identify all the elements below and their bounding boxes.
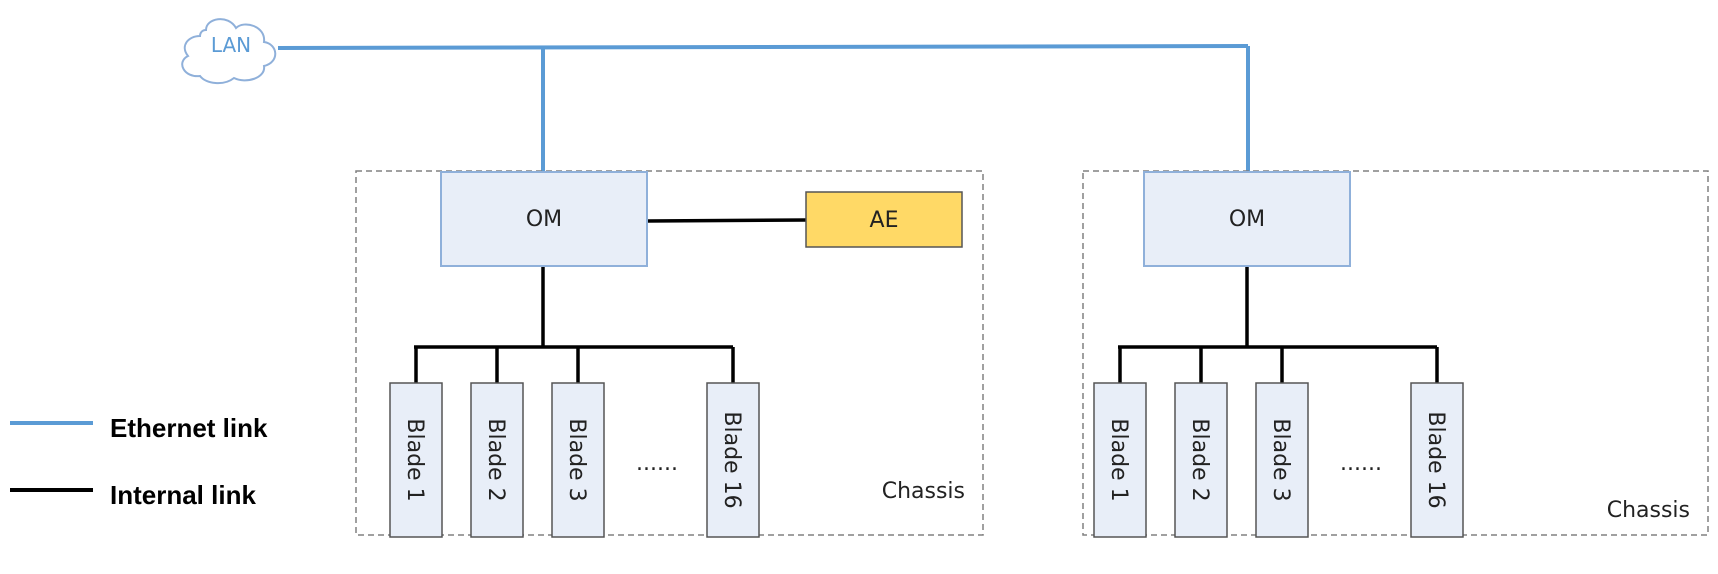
blade-label: Blade 1 [402,418,427,501]
blade: Blade 1 [1093,382,1147,538]
blade: Blade 16 [706,382,760,538]
blade: Blade 16 [1410,382,1464,538]
blade-label: Blade 1 [1106,418,1131,501]
blade-ellipsis: ...... [1340,451,1382,476]
ethernet-links [277,44,1250,172]
lan-cloud: LAN [181,18,277,84]
legend: Ethernet link Internal link [10,413,268,510]
ae-label: AE [870,208,899,233]
chassis-label: Chassis [1607,498,1690,523]
legend-internal-label: Internal link [110,480,256,510]
ae-box: AE [805,191,963,248]
blade-label: Blade 16 [719,411,744,508]
chassis-1: OM AE Blade 1 Blade 2 Blade 3 ...... Bla… [355,170,984,538]
om-box: OM [1143,171,1351,267]
om-box: OM [440,171,648,267]
chassis-border [355,170,984,536]
blade-label: Blade 16 [1423,411,1448,508]
blade-label: Blade 2 [483,418,508,501]
blade: Blade 3 [551,382,605,538]
chassis-border [1082,170,1709,536]
blade-label: Blade 3 [564,418,589,501]
om-label: OM [526,207,562,232]
legend-ethernet-label: Ethernet link [110,413,268,443]
blade-ellipsis: ...... [636,451,678,476]
cloud-icon [181,18,277,84]
internal-links [414,218,807,383]
blade: Blade 3 [1255,382,1309,538]
ethernet-link-chassis-1 [277,44,1249,50]
blade: Blade 1 [389,382,443,538]
blade-label: Blade 2 [1187,418,1212,501]
blade-label: Blade 3 [1268,418,1293,501]
blade: Blade 2 [1174,382,1228,538]
lan-label: LAN [211,33,251,57]
internal-links [1118,266,1439,383]
chassis-label: Chassis [882,479,965,504]
chassis-2: OM Blade 1 Blade 2 Blade 3 ...... Blade … [1082,170,1709,538]
om-label: OM [1229,207,1265,232]
blade: Blade 2 [470,382,524,538]
om-ae-link [646,218,807,223]
